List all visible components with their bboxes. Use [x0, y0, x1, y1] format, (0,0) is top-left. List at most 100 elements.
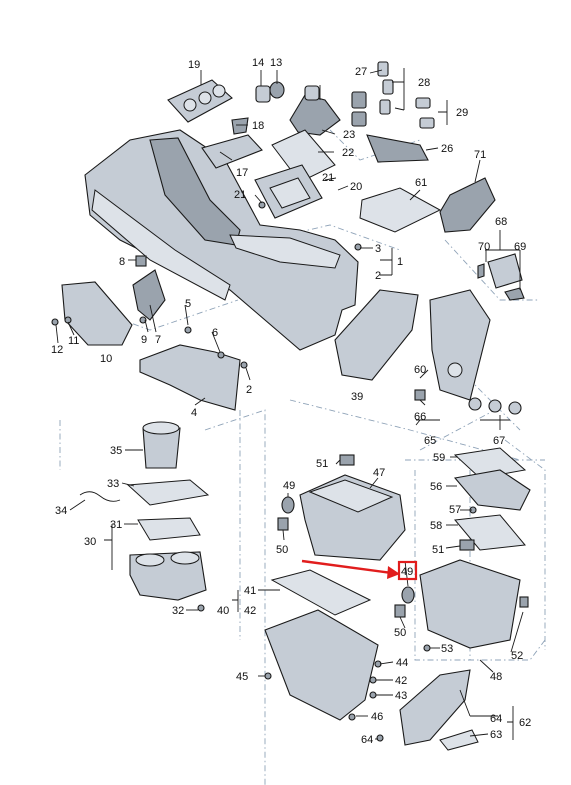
callout-12: 12	[51, 344, 63, 356]
callout-71: 71	[474, 149, 486, 161]
callout-49-highlighted: 49	[401, 566, 413, 578]
callout-11: 11	[68, 335, 79, 347]
clip-8	[135, 255, 147, 267]
callout-42: 42	[395, 675, 407, 687]
callout-49: 49	[283, 480, 295, 492]
callout-52: 52	[511, 650, 523, 662]
callout-19: 19	[188, 59, 200, 71]
callout-4: 4	[191, 407, 197, 419]
gear-knob	[304, 85, 320, 101]
module-56	[453, 469, 531, 511]
callout-59: 59	[433, 452, 445, 464]
cover-59	[453, 447, 527, 479]
mat-insert	[270, 569, 372, 616]
rear-cover	[429, 289, 491, 401]
callout-labels: 1 2 2 3 4 5 6 7 8 9 10 11 12 13 14 14 17…	[51, 57, 531, 746]
trim-strip	[201, 134, 263, 169]
cup-ring	[135, 553, 165, 567]
usb-plugs	[468, 397, 522, 415]
callout-58: 58	[430, 520, 442, 532]
callout-51: 51	[432, 544, 444, 556]
switch-knob	[183, 98, 197, 112]
callout-8: 8	[119, 256, 125, 268]
callout-62: 62	[519, 717, 531, 729]
switch-knob	[212, 84, 226, 98]
coin-holder-top	[142, 421, 180, 435]
center-console	[84, 129, 359, 351]
callout-20: 20	[350, 181, 362, 193]
callout-34: 34	[55, 505, 67, 517]
rear-trim	[399, 669, 471, 746]
callout-45: 45	[236, 671, 248, 683]
callout-67: 67	[493, 435, 505, 447]
cap	[504, 287, 525, 301]
clip-51	[339, 454, 355, 466]
connector	[414, 389, 426, 401]
callout-35: 35	[110, 445, 122, 457]
callout-66: 66	[414, 411, 426, 423]
console-base	[264, 609, 379, 721]
callout-18: 18	[252, 120, 264, 132]
clip-50	[277, 517, 289, 531]
callout-65: 65	[424, 435, 436, 447]
bracket	[231, 117, 249, 135]
callout-50: 50	[276, 544, 288, 556]
callout-21: 21	[234, 189, 246, 201]
callout-50: 50	[394, 627, 406, 639]
clip-52	[519, 596, 529, 608]
callout-13: 13	[270, 57, 282, 69]
callout-39: 39	[351, 391, 363, 403]
callout-63: 63	[490, 729, 502, 741]
callout-56: 56	[430, 481, 442, 493]
storage-box-opening	[308, 479, 394, 513]
rear-storage	[419, 559, 521, 649]
callout-41: 41	[244, 585, 256, 597]
callout-26: 26	[441, 143, 453, 155]
highlight-box	[397, 560, 418, 581]
callout-61: 61	[415, 177, 427, 189]
callout-53: 53	[441, 643, 453, 655]
rotary-knob	[255, 85, 271, 103]
callout-30: 30	[84, 536, 96, 548]
highlight-arrow	[301, 559, 400, 579]
callout-21: 21	[322, 172, 334, 184]
callout-31: 31	[110, 519, 122, 531]
callout-3: 3	[375, 243, 381, 255]
callout-22: 22	[342, 147, 354, 159]
callout-40: 40	[217, 605, 229, 617]
callout-10: 10	[100, 353, 112, 365]
callout-42: 42	[244, 605, 256, 617]
button-cap	[269, 81, 285, 99]
callout-23: 23	[343, 129, 355, 141]
switch-cluster	[351, 61, 435, 163]
gasket	[126, 479, 210, 506]
support-bracket	[139, 344, 241, 411]
plug-49	[401, 586, 415, 604]
seal	[137, 517, 201, 541]
switch-knob	[198, 91, 212, 105]
plug	[281, 496, 295, 514]
clip	[477, 263, 485, 279]
clip-50b	[394, 604, 406, 618]
callout-6: 6	[212, 327, 218, 339]
callout-48: 48	[490, 671, 502, 683]
callout-29: 29	[456, 107, 468, 119]
gear-trim-opening	[269, 177, 311, 209]
callout-69: 69	[514, 241, 526, 253]
callout-2: 2	[375, 270, 381, 282]
callout-68: 68	[495, 216, 507, 228]
callout-7: 7	[155, 334, 161, 346]
leader-lines	[55, 68, 524, 740]
callout-14: 14	[252, 57, 264, 69]
cover-63	[439, 729, 479, 751]
callout-1: 1	[397, 256, 403, 268]
callout-51: 51	[316, 458, 328, 470]
callout-60: 60	[414, 364, 426, 376]
callout-47: 47	[373, 467, 385, 479]
armrest-lid	[359, 187, 442, 233]
callout-44: 44	[396, 657, 408, 669]
callout-46: 46	[371, 711, 383, 723]
usb-module	[487, 253, 523, 289]
callout-64: 64	[361, 734, 373, 746]
